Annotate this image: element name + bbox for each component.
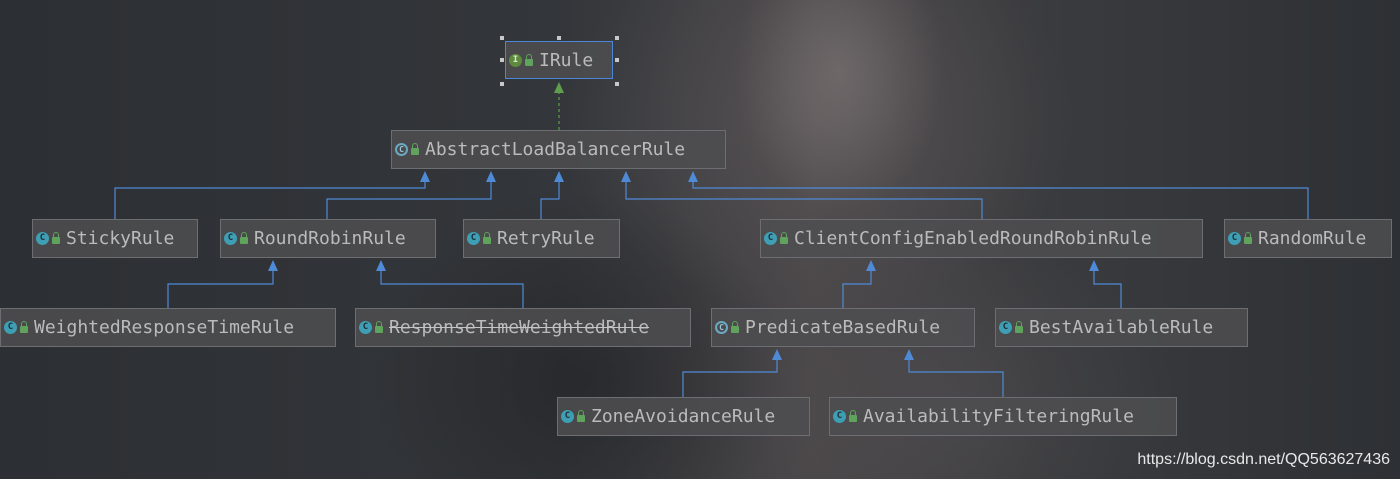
- class-icon: C: [359, 321, 372, 334]
- class-icon: C: [833, 410, 846, 423]
- edge-weighted-to-roundrobin: [167, 270, 274, 308]
- selection-handle[interactable]: [500, 58, 504, 62]
- node-label: RetryRule: [497, 228, 595, 249]
- edge-retry-to-abstract: [540, 181, 560, 219]
- node-client-config-enabled-round-robin-rule[interactable]: C ClientConfigEnabledRoundRobinRule: [760, 219, 1203, 258]
- node-best-available-rule[interactable]: C BestAvailableRule: [995, 308, 1248, 347]
- lock-icon: [52, 232, 60, 244]
- node-label: StickyRule: [66, 228, 175, 249]
- node-zone-avoidance-rule[interactable]: C ZoneAvoidanceRule: [557, 397, 810, 436]
- lock-icon: [20, 321, 28, 333]
- lock-icon: [483, 232, 491, 244]
- lock-icon: [240, 232, 248, 244]
- arrowhead-weighted-to-roundrobin: [268, 260, 278, 271]
- arrowhead-predicate-to-clientconfig: [866, 260, 876, 271]
- node-label: AbstractLoadBalancerRule: [425, 139, 686, 160]
- lock-icon: [375, 321, 383, 333]
- node-label: PredicateBasedRule: [745, 317, 941, 338]
- class-icon: C: [4, 321, 17, 334]
- selection-handle[interactable]: [500, 36, 504, 40]
- selection-handle[interactable]: [615, 36, 619, 40]
- arrowhead-sticky-to-abstract: [420, 171, 430, 182]
- selection-handle[interactable]: [557, 36, 561, 40]
- node-label: WeightedResponseTimeRule: [34, 317, 295, 338]
- node-retry-rule[interactable]: C RetryRule: [463, 219, 620, 258]
- lock-icon: [1015, 321, 1023, 333]
- node-abstract-load-balancer-rule[interactable]: C AbstractLoadBalancerRule: [391, 130, 726, 169]
- node-weighted-response-time-rule[interactable]: C WeightedResponseTimeRule: [0, 308, 336, 347]
- edge-bestavailable-to-clientconfig: [1093, 270, 1122, 308]
- arrowhead-abstract-to-irule: [554, 82, 564, 93]
- lock-icon: [411, 143, 419, 155]
- selection-handle[interactable]: [500, 82, 504, 86]
- class-icon: C: [36, 232, 49, 245]
- edge-responsetime-to-roundrobin: [380, 270, 524, 308]
- lock-icon: [780, 232, 788, 244]
- edge-predicate-to-clientconfig: [842, 270, 872, 308]
- watermark: https://blog.csdn.net/QQ563627436: [1137, 451, 1390, 468]
- selection-handle[interactable]: [615, 82, 619, 86]
- arrowhead-availfilter-to-predicate: [904, 349, 914, 360]
- node-random-rule[interactable]: C RandomRule: [1224, 219, 1392, 258]
- edge-availfilter-to-predicate: [908, 359, 1004, 397]
- node-predicate-based-rule[interactable]: C PredicateBasedRule: [711, 308, 975, 347]
- arrowhead-random-to-abstract: [688, 171, 698, 182]
- abstract-class-icon: C: [395, 143, 408, 156]
- abstract-class-icon: C: [715, 321, 728, 334]
- node-label: ResponseTimeWeightedRule: [389, 317, 650, 338]
- node-label: ClientConfigEnabledRoundRobinRule: [794, 228, 1152, 249]
- edge-zoneavoid-to-predicate: [682, 359, 778, 397]
- class-icon: C: [561, 410, 574, 423]
- node-round-robin-rule[interactable]: C RoundRobinRule: [220, 219, 436, 258]
- selection-handle[interactable]: [615, 58, 619, 62]
- node-label: AvailabilityFilteringRule: [863, 406, 1134, 427]
- node-label: IRule: [539, 49, 594, 71]
- class-icon: C: [999, 321, 1012, 334]
- node-label: RandomRule: [1258, 228, 1367, 249]
- lock-icon: [525, 53, 533, 66]
- arrowhead-retry-to-abstract: [554, 171, 564, 182]
- arrowhead-zoneavoid-to-predicate: [772, 349, 782, 360]
- class-icon: C: [224, 232, 237, 245]
- class-icon: C: [467, 232, 480, 245]
- lock-icon: [731, 321, 739, 333]
- lock-icon: [1244, 232, 1252, 244]
- edge-clientconfig-to-abstract: [625, 181, 983, 219]
- node-label: BestAvailableRule: [1029, 317, 1214, 338]
- class-icon: C: [764, 232, 777, 245]
- edge-roundrobin-to-abstract: [326, 181, 492, 219]
- class-icon: C: [1228, 232, 1241, 245]
- node-irule[interactable]: I IRule: [505, 41, 613, 79]
- node-sticky-rule[interactable]: C StickyRule: [32, 219, 198, 258]
- lock-icon: [577, 410, 585, 422]
- node-availability-filtering-rule[interactable]: C AvailabilityFilteringRule: [829, 397, 1177, 436]
- arrowhead-responsetime-to-roundrobin: [376, 260, 386, 271]
- arrowhead-bestavailable-to-clientconfig: [1089, 260, 1099, 271]
- arrowhead-clientconfig-to-abstract: [621, 171, 631, 182]
- arrowhead-roundrobin-to-abstract: [486, 171, 496, 182]
- node-label: ZoneAvoidanceRule: [591, 406, 776, 427]
- lock-icon: [849, 410, 857, 422]
- edge-sticky-to-abstract: [114, 181, 426, 219]
- edge-random-to-abstract: [692, 181, 1309, 219]
- node-response-time-weighted-rule[interactable]: C ResponseTimeWeightedRule: [355, 308, 691, 347]
- node-label: RoundRobinRule: [254, 228, 406, 249]
- interface-icon: I: [509, 53, 522, 67]
